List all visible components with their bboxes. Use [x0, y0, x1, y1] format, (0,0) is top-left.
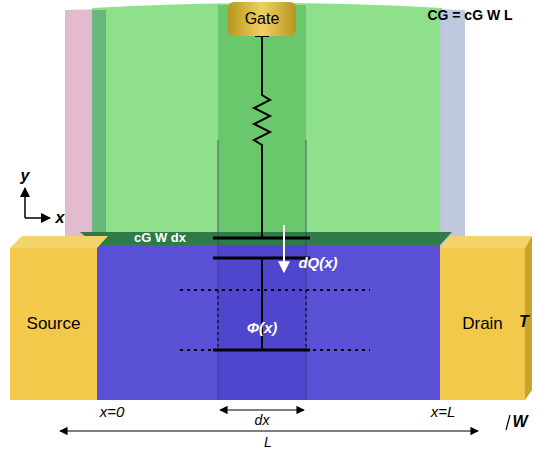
x-axis: [25, 217, 50, 219]
potential-label: Φ(x): [247, 320, 278, 337]
node-text: Source: [27, 314, 81, 334]
charge-label: dQ(x): [298, 255, 337, 272]
node-text: Drain: [462, 314, 503, 334]
axis-label: y: [21, 167, 30, 185]
channel-wire: [261, 258, 263, 350]
drain-top: [440, 236, 532, 248]
position-label: x=L: [431, 404, 456, 421]
position-label: x=0: [100, 404, 125, 421]
resistor-symbol: [254, 36, 270, 237]
dotted-line: [180, 289, 370, 291]
w-bracket: [506, 415, 510, 430]
charge-arrow: [283, 225, 285, 272]
source-block: Source: [10, 248, 97, 400]
y-axis: [24, 188, 26, 218]
slice-line: [218, 140, 219, 400]
node-text: Gate: [245, 10, 280, 28]
drain-block: Drain: [440, 248, 525, 400]
dotted-line: [218, 290, 219, 350]
capacitor-label: cG W dx: [134, 231, 186, 245]
l-dimension: [60, 430, 478, 431]
dx-dimension: [220, 409, 304, 410]
channel: [95, 245, 440, 400]
potential-plate: [213, 349, 310, 352]
capacitance-formula: CG = cG W L: [427, 8, 512, 23]
dimension-label: dx: [253, 413, 272, 428]
gate-cylinder: Gate: [228, 2, 296, 36]
axis-label: x: [56, 209, 65, 227]
length-label: L: [262, 435, 274, 450]
thickness-label: T: [519, 313, 529, 331]
channel-slice: [218, 245, 306, 400]
capacitor-plate: [213, 237, 310, 240]
dotted-line: [306, 290, 307, 350]
width-label: W: [512, 413, 527, 431]
dotted-line: [180, 349, 370, 351]
source-top: [10, 236, 108, 248]
